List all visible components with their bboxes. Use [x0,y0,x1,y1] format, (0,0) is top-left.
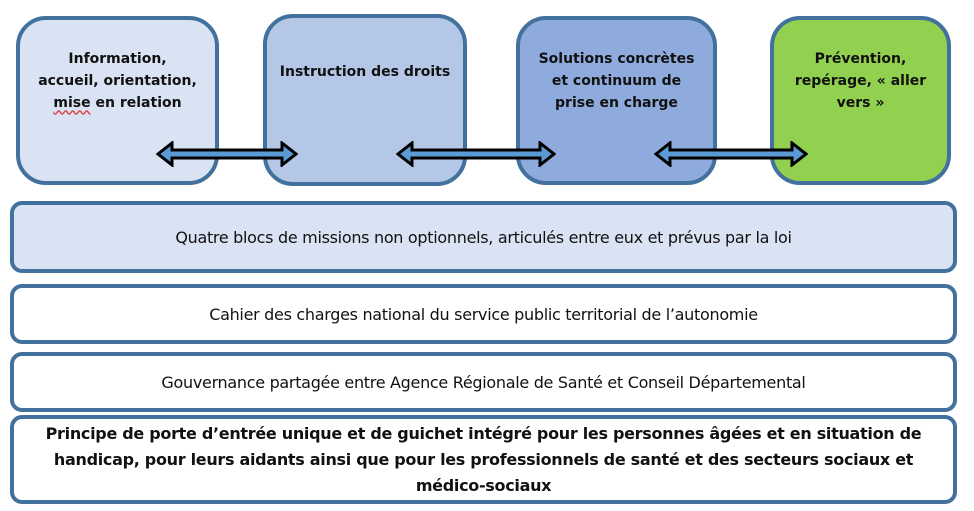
label-line: Prévention, [814,50,907,67]
layer-principe-label: Principe de porte d’entrée unique et de … [45,423,922,495]
label-line: accueil, orientation, [38,72,197,89]
layer-missions: Quatre blocs de missions non optionnels,… [10,201,957,273]
label-line: vers » [836,94,885,111]
block-solutions: Solutions concrètes et continuum de pris… [516,16,717,185]
layer-cahier-label: Cahier des charges national du service p… [209,304,758,324]
double-arrow-icon [654,141,808,167]
layer-gouvernance: Gouvernance partagée entre Agence Région… [10,352,957,412]
label-line: prise en charge [555,94,678,111]
label-line: Information, [68,50,167,67]
layer-cahier-des-charges: Cahier des charges national du service p… [10,284,957,344]
block-solutions-label: Solutions concrètes et continuum de pris… [539,48,695,114]
double-arrow-icon [396,141,556,167]
layer-principe-porte-entree: Principe de porte d’entrée unique et de … [10,415,957,504]
block-prevention-label: Prévention, repérage, « aller vers » [795,48,926,114]
label-line: et continuum de [551,72,682,89]
label-line: Solutions concrètes [538,50,695,67]
label-line: repérage, « aller [794,72,927,89]
double-arrow-icon [156,141,298,167]
block-information: Information, accueil, orientation, mise … [16,16,219,185]
block-instruction-label: Instruction des droits [279,64,451,80]
spellcheck-word: mise [53,94,91,111]
block-information-label: Information, accueil, orientation, mise … [38,48,197,114]
layer-missions-label: Quatre blocs de missions non optionnels,… [175,227,792,247]
label-line: en relation [90,94,182,111]
layer-gouvernance-label: Gouvernance partagée entre Agence Région… [161,372,806,392]
